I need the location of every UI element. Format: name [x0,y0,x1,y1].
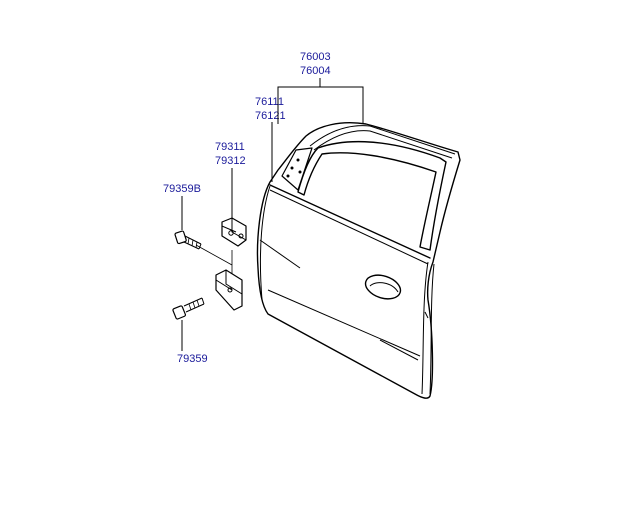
mirror-hole-2 [296,158,300,162]
window-frame [297,140,447,251]
hinge-lower-hole [227,287,233,293]
hinge-upper-hole-2 [238,233,244,239]
bolt-upper-thread [187,237,198,249]
part-number-76003[interactable]: 76003 [300,51,331,63]
hinge-upper-fold [231,218,247,241]
door-rear-edge [421,261,429,395]
part-number-76004[interactable]: 76004 [300,65,331,77]
hinge-lower-flange [215,279,233,291]
weatherstrip-line-inner [313,130,453,159]
bolt-upper-tip [198,243,202,250]
label-group-hinge: 79311 79312 [215,141,246,167]
part-number-79359[interactable]: 79359 [177,353,208,365]
bolt-upper [174,230,202,250]
bolt-upper-head [174,230,187,245]
door-front-edge [259,185,271,301]
door-detail-mark [424,311,429,319]
hinge-upper-flange [221,225,237,236]
hinge-lower-body [215,269,243,311]
part-number-76111[interactable]: 76111 [255,96,284,108]
belt-line-top [269,184,431,259]
hinge-lower-fold [225,270,243,295]
character-line-1 [259,239,301,269]
hinge-upper [221,217,247,247]
bolt-lower-thread [188,299,200,311]
door-panel [256,122,461,399]
mirror-hole-4 [298,170,302,174]
door-outline [256,122,461,399]
bolt-lower-head [172,305,187,320]
leader-line-hinge-bolt [195,244,233,266]
belt-line-bottom [269,189,429,265]
hinge-lower [215,269,243,311]
hinge-upper-body [221,217,247,247]
label-group-door: 76003 76004 [300,51,331,77]
door-handle-inner [369,282,399,293]
part-number-79359b[interactable]: 79359B [163,183,201,195]
leader-lines [181,78,364,351]
part-number-79311[interactable]: 79311 [215,141,245,153]
weatherstrip-line [309,125,456,155]
label-group-weatherstrip: 76111 76121 [255,96,286,122]
leader-line-door [277,86,364,124]
door-handle-recess [364,274,402,300]
mirror-hole-1 [290,166,294,170]
character-line-2 [267,289,421,357]
mirror-hole-3 [286,174,290,178]
character-line-3 [379,339,419,361]
door-rear-edge-outer [429,263,435,395]
mirror-mount-corner [281,147,313,191]
bolt-lower-tip [201,297,205,305]
bolt-lower [172,297,205,320]
part-number-76121[interactable]: 76121 [255,110,286,122]
hinge-upper-hole [228,230,234,236]
part-number-79312[interactable]: 79312 [215,155,246,167]
